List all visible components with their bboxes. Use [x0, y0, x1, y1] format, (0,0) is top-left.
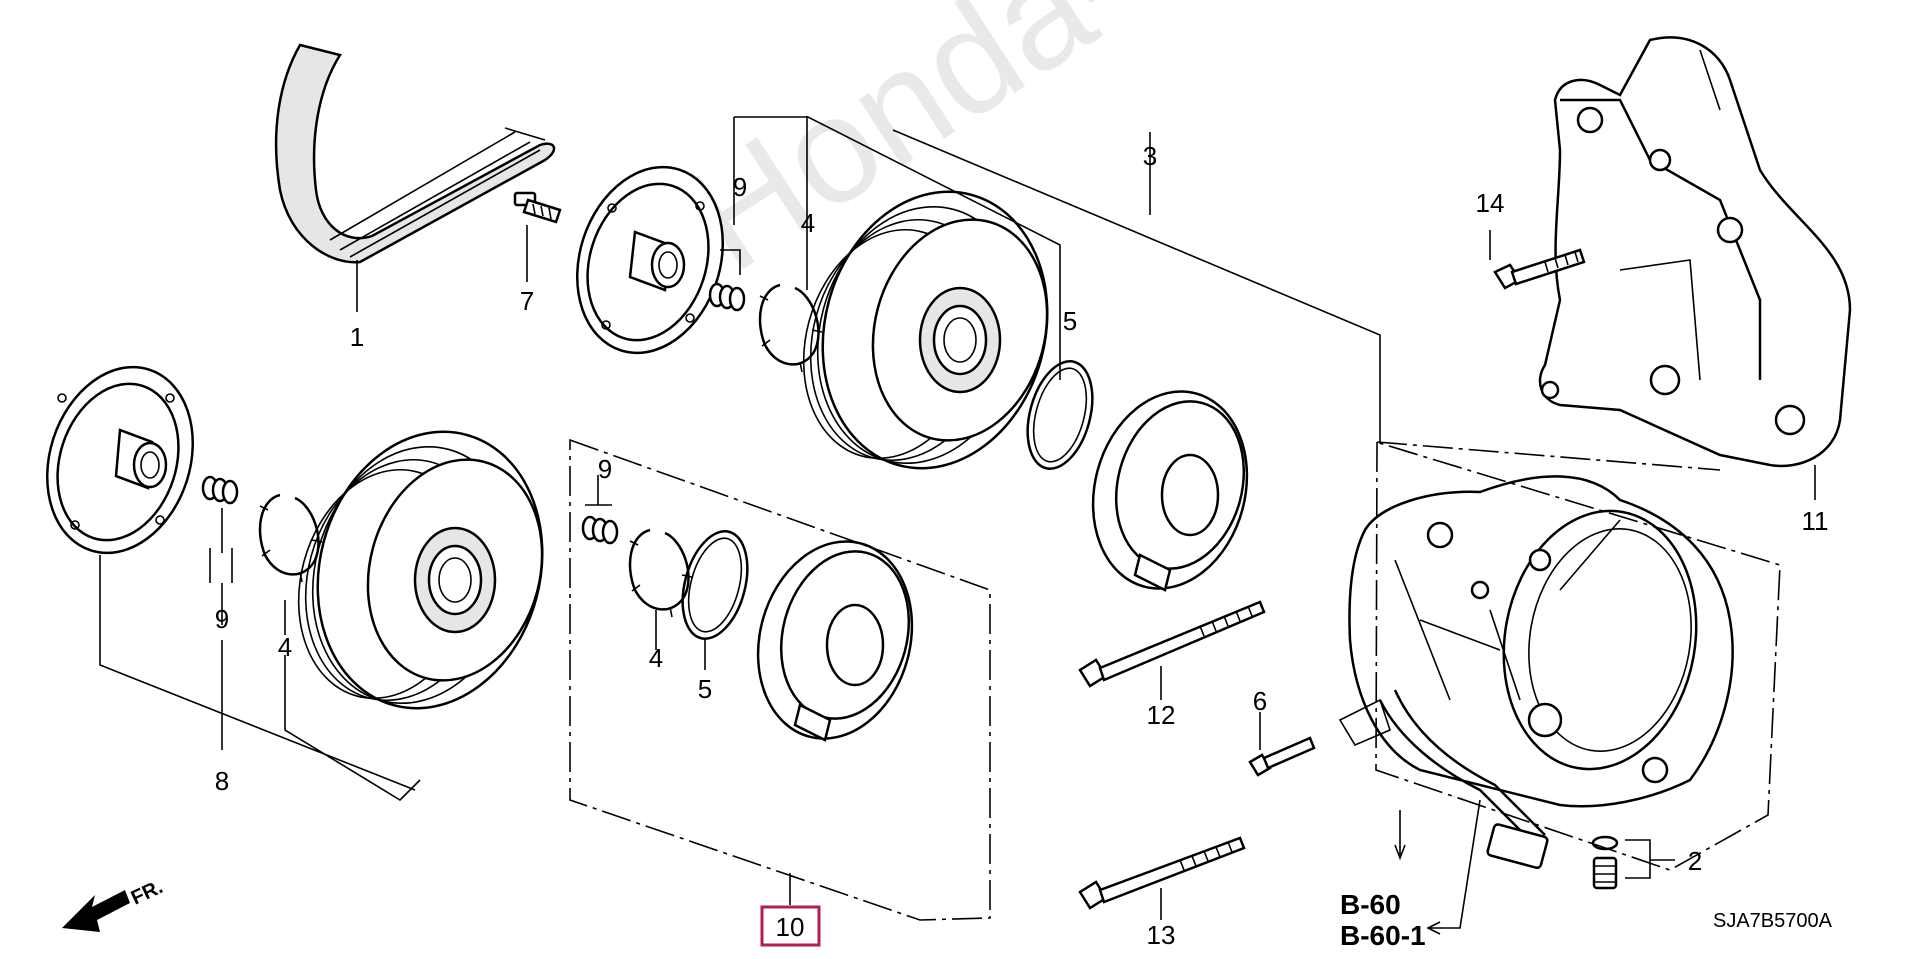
snap-ring-5-upper[interactable]	[1017, 354, 1103, 476]
reference-b-60[interactable]: B-60	[1340, 889, 1401, 920]
snap-ring-5-kit[interactable]	[672, 524, 758, 646]
front-direction-indicator: FR.	[62, 876, 166, 932]
callout-9-left: 9	[215, 604, 229, 634]
callout-10[interactable]: 10	[776, 912, 805, 942]
compressor-bracket[interactable]	[1538, 36, 1852, 468]
bolt-7[interactable]	[513, 191, 562, 224]
callout-3: 3	[1143, 141, 1157, 171]
field-coil-kit[interactable]	[737, 524, 934, 756]
callout-8: 8	[215, 766, 229, 796]
shim-set-left[interactable]	[201, 475, 239, 505]
field-coil-upper[interactable]	[1072, 374, 1269, 606]
part-10-highlight-box[interactable]	[760, 905, 821, 947]
callout-6: 6	[1253, 686, 1267, 716]
callout-11: 11	[1802, 506, 1829, 536]
callout-1: 1	[350, 322, 364, 352]
kit-3-boundary	[1375, 441, 1781, 871]
front-arrow-icon	[62, 890, 130, 932]
bolt-6[interactable]	[1248, 736, 1316, 777]
kit-10-boundary	[569, 438, 991, 921]
snap-ring-kit[interactable]	[628, 528, 693, 618]
callout-4-upper: 4	[801, 208, 815, 238]
snap-ring-upper[interactable]	[758, 283, 823, 373]
relief-valve[interactable]	[1591, 835, 1619, 890]
shim-set-kit[interactable]	[581, 515, 619, 545]
callout-5-kit: 5	[698, 674, 712, 704]
clutch-pressure-plate-upper[interactable]	[554, 148, 746, 372]
callout-9-upper: 9	[733, 172, 747, 202]
pulley-left[interactable]	[274, 406, 573, 733]
callout-9-kit: 9	[598, 454, 612, 484]
callout-7: 7	[520, 286, 534, 316]
snap-ring-left[interactable]	[258, 493, 323, 583]
drive-belt[interactable]	[274, 43, 556, 264]
leader-lines	[99, 116, 1816, 935]
compressor-body[interactable]	[1338, 475, 1734, 870]
callout-12: 12	[1147, 700, 1176, 730]
bolt-13[interactable]	[1078, 836, 1246, 910]
clutch-pressure-plate-left[interactable]	[24, 348, 216, 572]
bolt-14[interactable]	[1493, 248, 1586, 290]
bolt-12[interactable]	[1078, 600, 1266, 688]
callout-14: 14	[1476, 188, 1505, 218]
callout-4-kit: 4	[649, 643, 663, 673]
front-label: FR.	[128, 876, 166, 910]
callout-13: 13	[1147, 920, 1176, 950]
callout-2: 2	[1688, 846, 1702, 876]
callout-4-left: 4	[278, 632, 292, 662]
shim-set-upper[interactable]	[708, 282, 746, 312]
pulley-upper[interactable]	[779, 166, 1078, 493]
callout-5-upper: 5	[1063, 306, 1077, 336]
diagram-code: SJA7B5700A	[1713, 910, 1833, 932]
reference-b-60-1[interactable]: B-60-1	[1340, 920, 1426, 951]
